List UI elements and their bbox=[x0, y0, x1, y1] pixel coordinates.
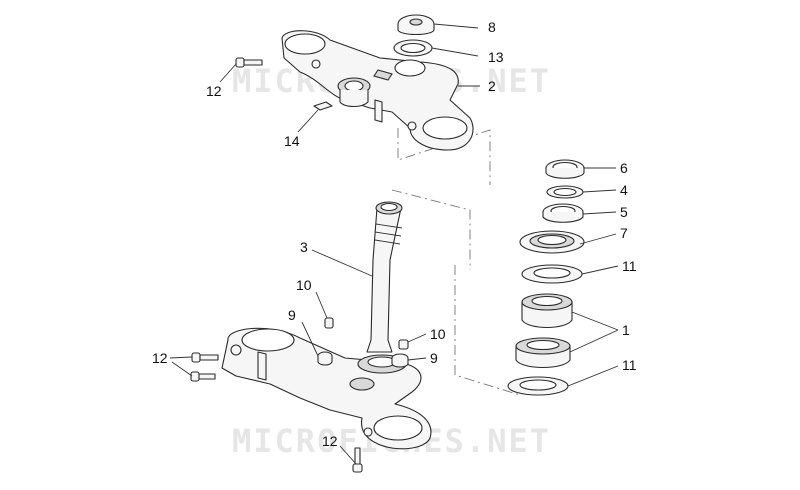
part-14-clip bbox=[313, 101, 333, 111]
upper-triple-clamp bbox=[281, 30, 474, 151]
callout-11-lower: 11 bbox=[622, 357, 637, 373]
part-11-bearing-race-upper bbox=[521, 264, 583, 284]
part-13-washer bbox=[393, 39, 433, 57]
part-10-bolt-left bbox=[324, 317, 334, 329]
part-1-bearing-lower bbox=[515, 337, 571, 368]
callout-3: 3 bbox=[300, 239, 308, 255]
callout-12-top: 12 bbox=[206, 83, 222, 99]
part-7-dust-seal bbox=[519, 230, 585, 254]
part-10-bolt-right bbox=[398, 339, 409, 350]
lower-triple-clamp bbox=[221, 327, 432, 450]
part-6-ring-nut bbox=[545, 159, 585, 179]
callout-14: 14 bbox=[284, 133, 300, 149]
callout-labels: 8 13 2 12 14 6 4 5 7 11 1 11 3 10 9 10 9… bbox=[152, 19, 637, 449]
assembly-line-lower bbox=[454, 265, 521, 396]
callout-9-right: 9 bbox=[430, 350, 438, 366]
callout-8: 8 bbox=[488, 19, 496, 35]
part-12-bolts-left bbox=[190, 352, 219, 382]
callout-13: 13 bbox=[488, 49, 504, 65]
callout-7: 7 bbox=[620, 225, 628, 241]
callout-2: 2 bbox=[488, 78, 496, 94]
callout-5: 5 bbox=[620, 204, 628, 220]
leader-lines bbox=[169, 23, 619, 465]
part-9-bush-right bbox=[391, 353, 409, 368]
callout-12-bottom: 12 bbox=[322, 433, 338, 449]
callout-9-left: 9 bbox=[288, 307, 296, 323]
callout-12-left: 12 bbox=[152, 350, 168, 366]
part-11-bearing-race-lower bbox=[507, 376, 569, 396]
callout-6: 6 bbox=[620, 160, 628, 176]
part-8-cap bbox=[397, 14, 435, 36]
callout-4: 4 bbox=[620, 182, 628, 198]
steering-stem bbox=[366, 201, 403, 353]
callout-10-right: 10 bbox=[430, 326, 446, 342]
part-12-bolt-top bbox=[235, 57, 263, 68]
part-5-ring-nut bbox=[542, 203, 584, 223]
assembly-line-mid bbox=[391, 189, 471, 270]
callout-1: 1 bbox=[622, 322, 630, 338]
part-4-lock-washer bbox=[546, 185, 584, 199]
part-1-bearing-upper bbox=[521, 293, 573, 329]
callout-10-left: 10 bbox=[296, 277, 312, 293]
part-12-bolt-bottom bbox=[352, 447, 363, 473]
callout-11-upper: 11 bbox=[622, 258, 637, 274]
part-9-bush-left bbox=[317, 351, 333, 366]
